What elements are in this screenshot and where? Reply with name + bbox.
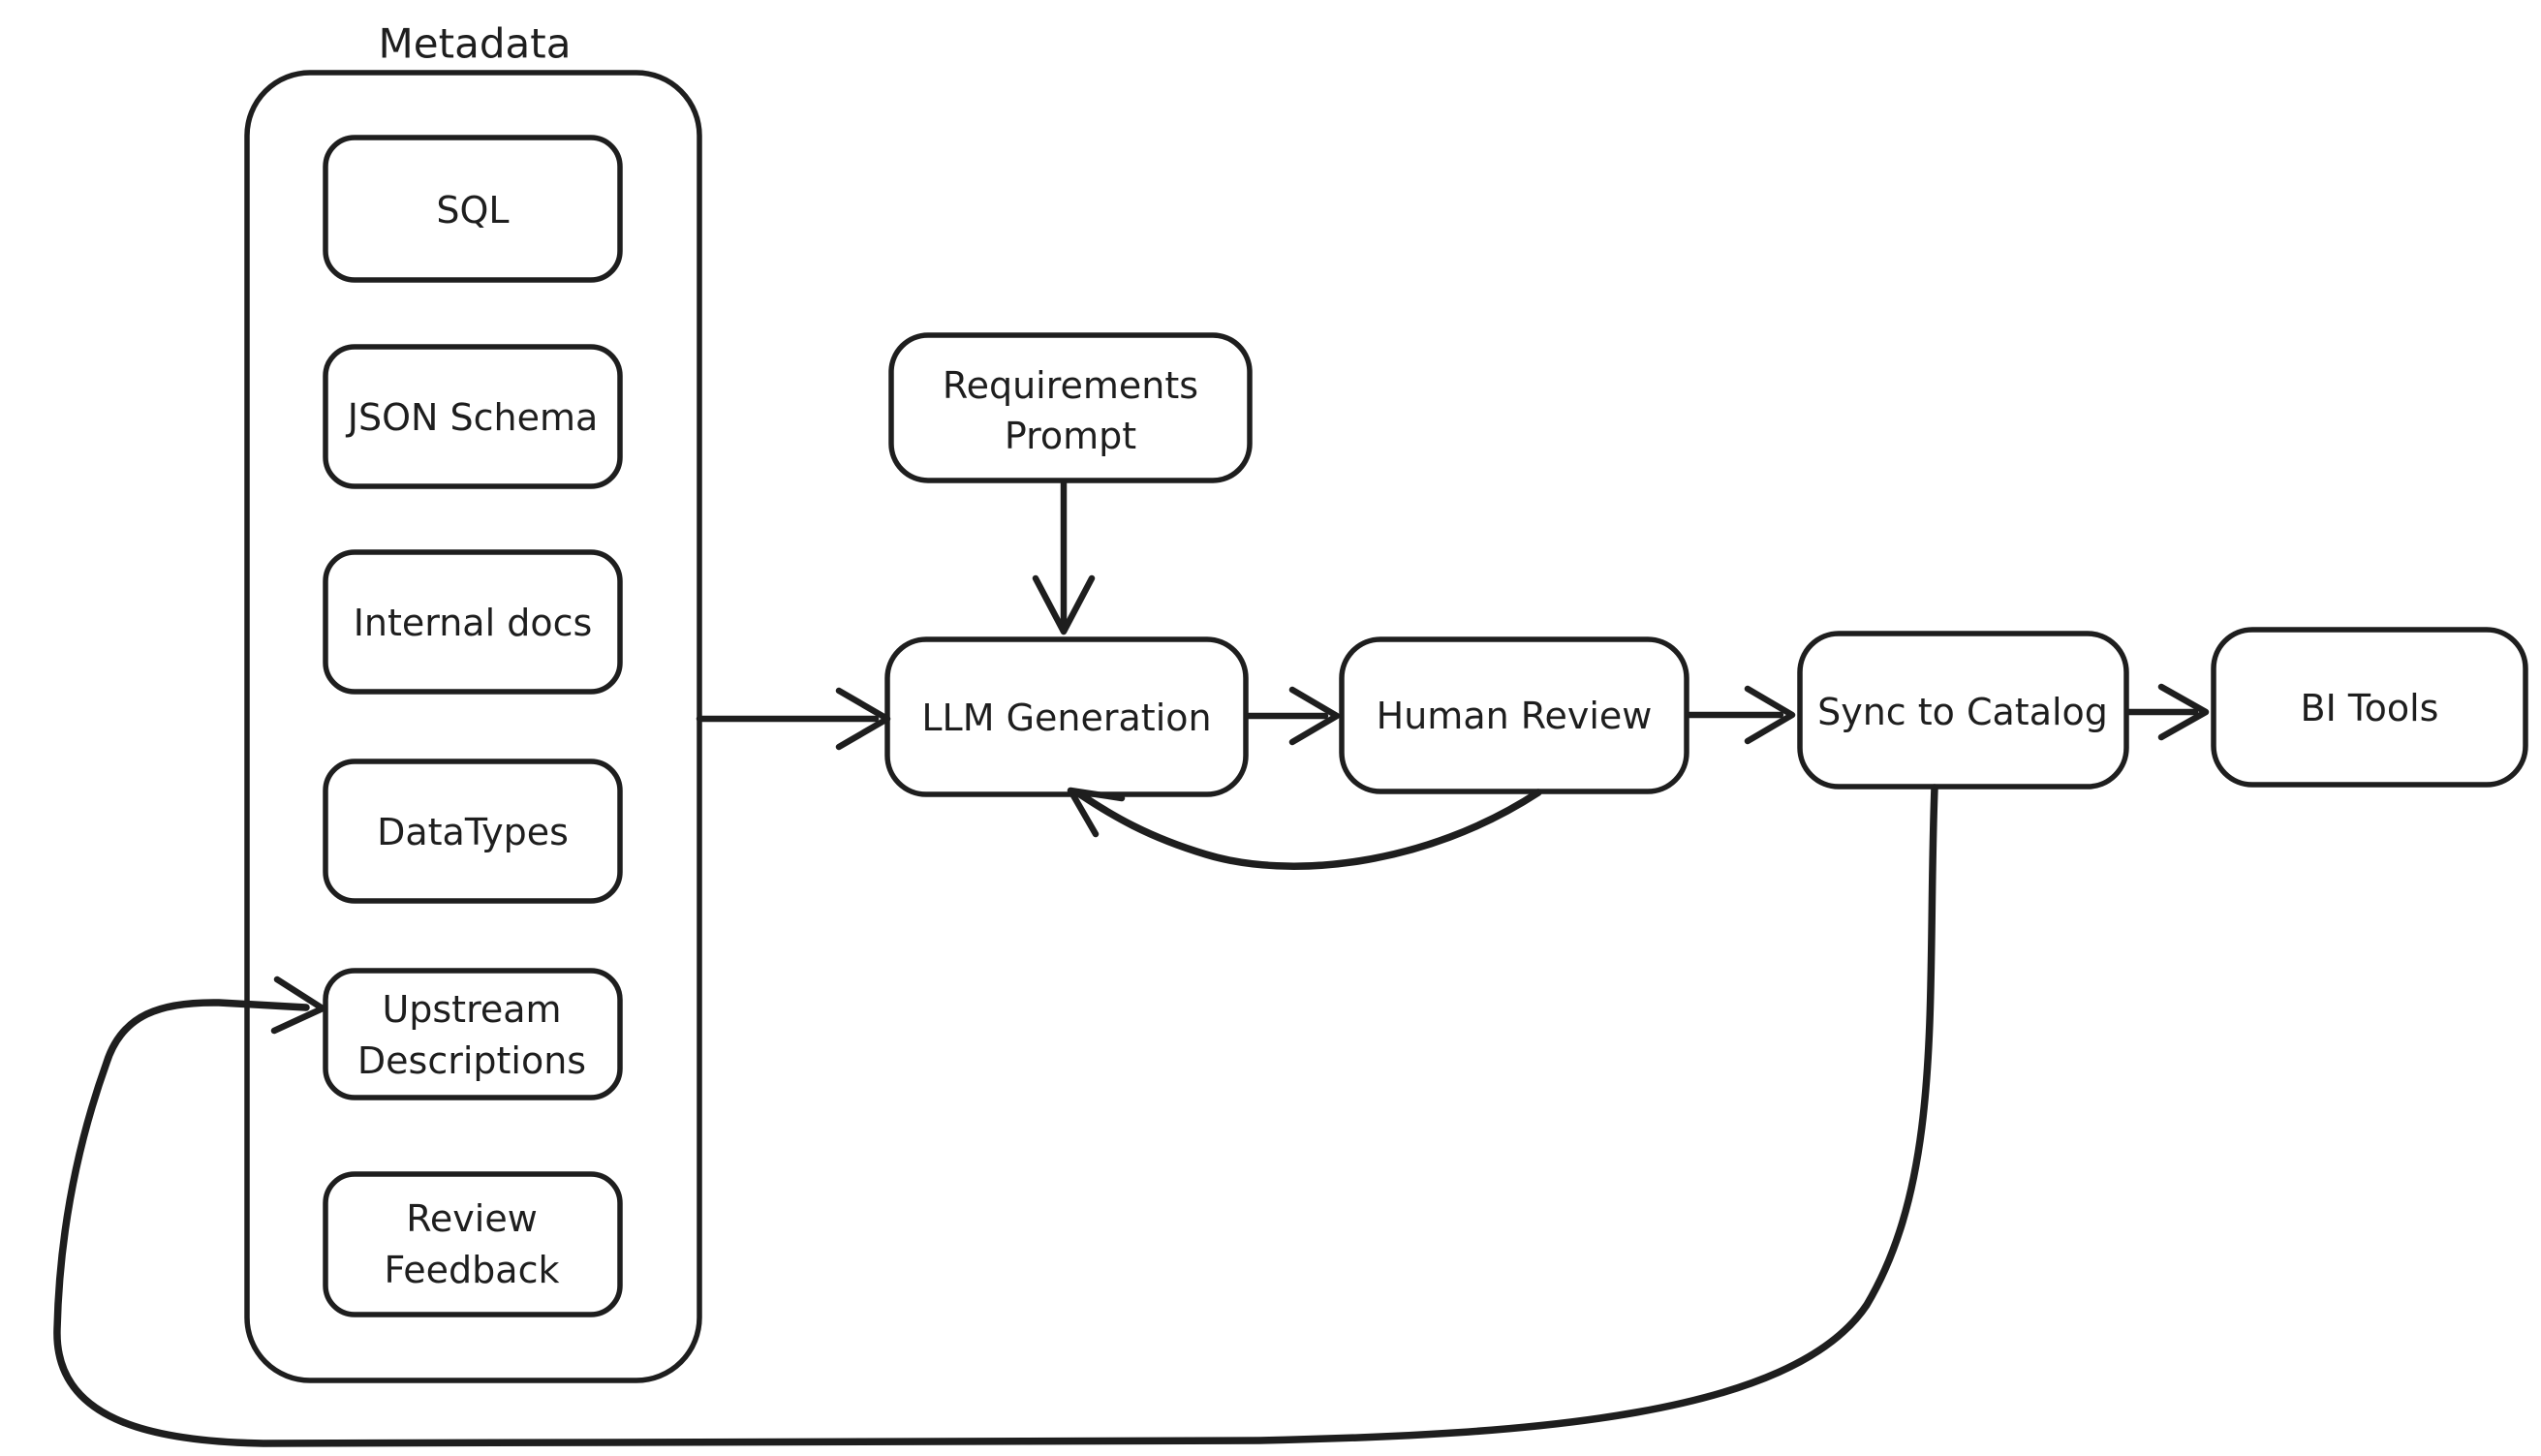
arrowhead [1288, 686, 1341, 746]
arrowhead [1744, 685, 1796, 745]
edge-human-review-to-llm-generation-feedback [1067, 787, 1542, 870]
arrowhead [2157, 683, 2210, 741]
node-sql-box [323, 135, 623, 283]
arrowhead [1032, 574, 1096, 635]
node-bi-tools-box [2211, 627, 2528, 788]
node-internal-docs-label: Internal docs [354, 602, 593, 644]
node-json-schema-label: JSON Schema [346, 396, 599, 439]
node-human-review: Human Review [1339, 636, 1689, 794]
node-sql-label: SQL [436, 189, 509, 232]
node-datatypes-label: DataTypes [377, 811, 569, 853]
node-upstream-descriptions-box [323, 968, 623, 1100]
arrowhead [1067, 787, 1126, 838]
node-sync-to-catalog-label: Sync to Catalog [1817, 691, 2108, 733]
node-human-review-label: Human Review [1377, 695, 1653, 737]
node-upstream-descriptions-label-line2: Descriptions [357, 1039, 586, 1082]
edge-llm-generation-to-human-review [1245, 686, 1341, 746]
node-bi-tools-label: BI Tools [2301, 687, 2439, 729]
node-review-feedback-label-line2: Feedback [385, 1249, 560, 1291]
node-review-feedback: Review Feedback [323, 1171, 623, 1317]
node-sql: SQL [323, 135, 623, 283]
edge-metadata-to-llm-generation [696, 687, 891, 751]
node-review-feedback-box [323, 1171, 623, 1317]
arrowhead [835, 687, 891, 751]
node-requirements-prompt: Requirements Prompt [888, 332, 1253, 483]
node-llm-generation: LLM Generation [884, 636, 1249, 797]
edge-human-review-to-sync-to-catalog [1686, 685, 1796, 745]
arrowhead [270, 976, 326, 1035]
edge-sync-to-catalog-to-bi-tools [2125, 683, 2210, 741]
node-requirements-prompt-box [888, 332, 1253, 483]
node-sync-to-catalog: Sync to Catalog [1797, 631, 2129, 790]
node-internal-docs: Internal docs [323, 549, 623, 695]
metadata-group-title: Metadata [379, 20, 572, 68]
node-llm-generation-label: LLM Generation [921, 697, 1211, 739]
node-review-feedback-label-line1: Review [406, 1197, 538, 1240]
node-json-schema: JSON Schema [323, 344, 623, 489]
node-bi-tools: BI Tools [2211, 627, 2528, 788]
node-datatypes-box [323, 759, 623, 904]
edge-requirements-prompt-to-llm-generation [1032, 479, 1096, 635]
node-datatypes: DataTypes [323, 759, 623, 904]
edge-sync-to-catalog-to-upstream-descriptions-feedback [53, 784, 1938, 1447]
node-sync-to-catalog-box [1797, 631, 2129, 790]
node-requirements-prompt-label-line2: Prompt [1005, 415, 1136, 457]
node-upstream-descriptions: Upstream Descriptions [323, 968, 623, 1100]
node-upstream-descriptions-label-line1: Upstream [382, 988, 561, 1031]
node-internal-docs-box [323, 549, 623, 695]
node-json-schema-box [323, 344, 623, 489]
node-requirements-prompt-label-line1: Requirements [943, 364, 1198, 407]
